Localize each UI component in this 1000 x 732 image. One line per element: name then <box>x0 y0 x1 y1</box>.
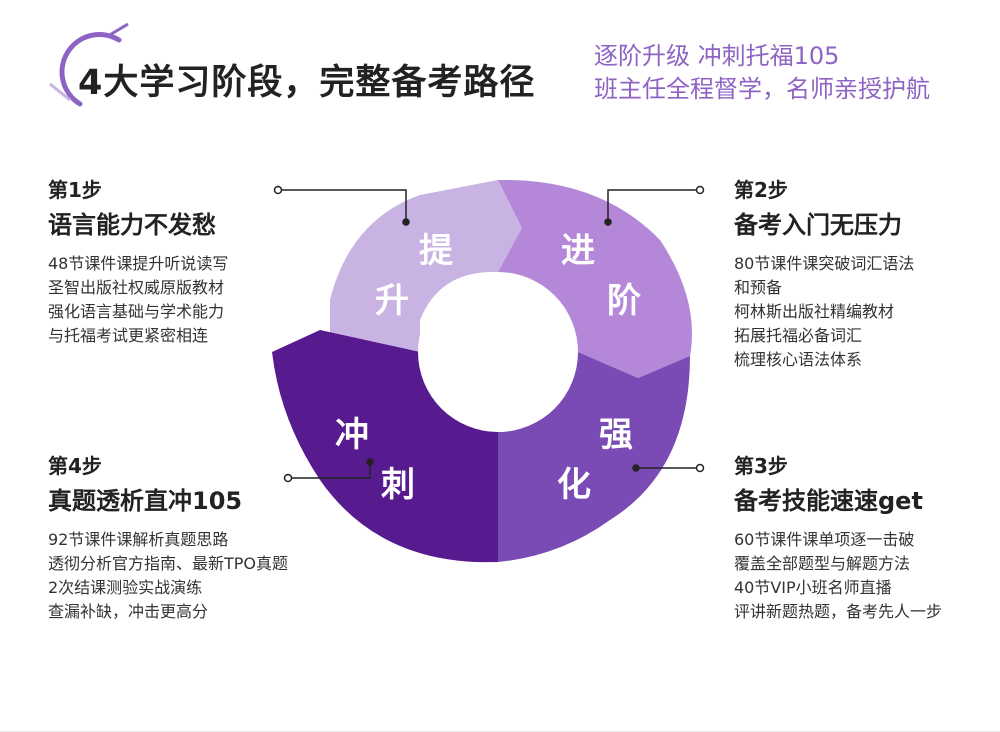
stage-3-list: 60节课件课单项逐一击破 覆盖全部题型与解题方法 40节VIP小班名师直播 评讲… <box>734 528 942 624</box>
stage-2-line: 梳理核心语法体系 <box>734 350 863 369</box>
stage-4-line: 2次结课测验实战演练 <box>48 578 203 597</box>
ring-segment-qianghua <box>470 352 690 562</box>
ring-label-chong: 冲 <box>335 415 369 455</box>
ring-segment-tisheng <box>330 180 522 352</box>
connector-step1 <box>273 185 410 226</box>
ring-label-ci: 刺 <box>381 465 415 505</box>
stage-2-line: 和预备 <box>734 278 783 297</box>
stage-2-block: 第2步 备考入门无压力 80节课件课突破词汇语法 和预备 柯林斯出版社精编教材 … <box>734 176 914 372</box>
stage-4-step: 第4步 <box>48 454 102 478</box>
stage-3-block: 第3步 备考技能速速get 60节课件课单项逐一击破 覆盖全部题型与解题方法 4… <box>734 452 942 624</box>
ring-label-sheng: 升 <box>375 281 409 321</box>
stage-3-line: 40节VIP小班名师直播 <box>734 578 892 597</box>
ring-label-jin: 进 <box>561 231 595 271</box>
stage-3-line: 评讲新题热题，备考先人一步 <box>734 602 943 621</box>
stage-2-line: 80节课件课突破词汇语法 <box>734 254 915 273</box>
page-title: 4大学习阶段，完整备考路径 <box>78 63 536 103</box>
connector-step4 <box>283 458 374 483</box>
stage-3-line: 覆盖全部题型与解题方法 <box>734 554 911 573</box>
stage-4-list: 92节课件课解析真题思路 透彻分析官方指南、最新TPO真题 2次结课测验实战演练… <box>48 528 288 624</box>
ring-label-qiang: 强 <box>599 415 633 455</box>
subtitle-line-1: 逐阶升级 冲刺托福105 <box>594 42 840 70</box>
stage-2-line: 柯林斯出版社精编教材 <box>734 302 895 321</box>
stage-2-list: 80节课件课突破词汇语法 和预备 柯林斯出版社精编教材 拓展托福必备词汇 梳理核… <box>734 252 914 372</box>
stage-2-heading: 备考入门无压力 <box>734 211 902 239</box>
stage-4-heading: 真题透析直冲105 <box>48 487 243 515</box>
stage-1-line: 圣智出版社权威原版教材 <box>48 278 225 297</box>
stage-2-line: 拓展托福必备词汇 <box>734 326 863 345</box>
stage-1-line: 48节课件课提升听说读写 <box>48 254 229 273</box>
stage-4-line: 透彻分析官方指南、最新TPO真题 <box>48 554 289 573</box>
page-subtitle: 逐阶升级 冲刺托福105 班主任全程督学，名师亲授护航 <box>594 40 930 106</box>
ring-center <box>418 272 578 432</box>
stage-3-line: 60节课件课单项逐一击破 <box>734 530 915 549</box>
connector-step3 <box>632 463 705 473</box>
ring-segment-jinjie <box>498 179 692 378</box>
stage-1-block: 第1步 语言能力不发愁 48节课件课提升听说读写 圣智出版社权威原版教材 强化语… <box>48 176 228 348</box>
title-decoration-icon <box>49 22 129 107</box>
stage-2-step: 第2步 <box>734 178 788 202</box>
ring-label-ti: 提 <box>419 231 453 271</box>
stage-1-step: 第1步 <box>48 178 102 202</box>
stage-4-line: 查漏补缺，冲击更高分 <box>48 602 209 621</box>
stage-1-list: 48节课件课提升听说读写 圣智出版社权威原版教材 强化语言基础与学术能力 与托福… <box>48 252 228 348</box>
stage-4-line: 92节课件课解析真题思路 <box>48 530 229 549</box>
stage-1-line: 强化语言基础与学术能力 <box>48 302 225 321</box>
ring-segment-chongci <box>272 330 498 563</box>
stage-3-step: 第3步 <box>734 454 788 478</box>
connector-step2 <box>604 185 705 226</box>
subtitle-line-2: 班主任全程督学，名师亲授护航 <box>594 75 930 103</box>
stage-3-heading: 备考技能速速get <box>734 487 923 515</box>
stage-1-line: 与托福考试更紧密相连 <box>48 326 209 345</box>
ring-label-jie: 阶 <box>607 281 641 321</box>
stage-1-heading: 语言能力不发愁 <box>48 211 216 239</box>
ring-label-hua: 化 <box>557 465 591 505</box>
stage-4-block: 第4步 真题透析直冲105 92节课件课解析真题思路 透彻分析官方指南、最新TP… <box>48 452 288 624</box>
